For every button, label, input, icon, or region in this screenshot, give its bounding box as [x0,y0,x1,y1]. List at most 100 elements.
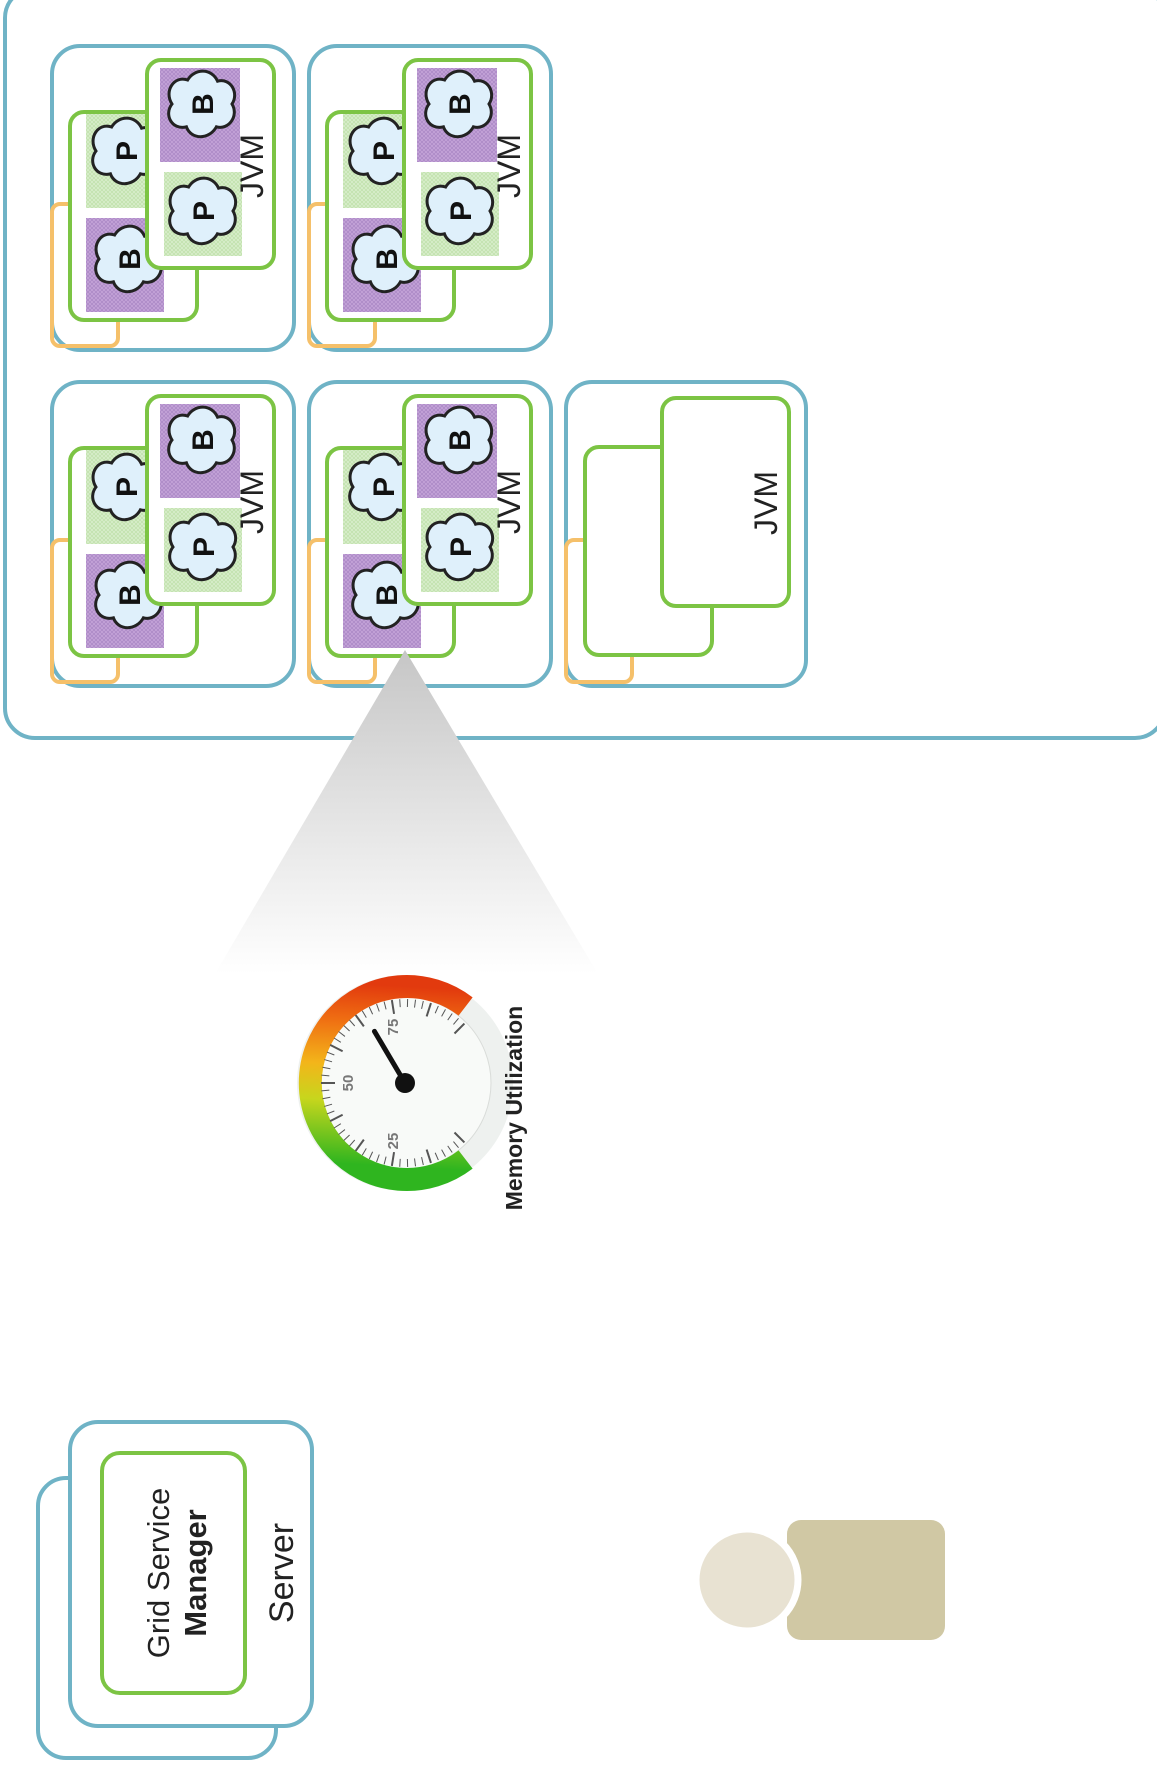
primary-shard: P [425,176,495,246]
primary-shard-letter: P [368,141,401,161]
empty-container: JVM [564,380,808,688]
backup-shard-letter: B [114,248,147,270]
backup-shard-letter: B [114,584,147,606]
gauge-tick [343,1134,350,1141]
gauge-tick [383,1156,387,1165]
primary-shard-letter: P [445,201,478,221]
backup-shard-letter: B [444,93,477,115]
primary-shard: P [168,176,238,246]
grid-service-manager-server: Grid Service Manager Server [36,1420,314,1760]
primary-shard: P [168,512,238,582]
gauge-tick [414,1158,417,1167]
user-icon [692,1520,945,1640]
jvm-label: JVM [491,470,527,534]
primary-shard: P [91,116,161,186]
backup-shard-letter: B [371,248,404,270]
cloud-icon [424,69,494,139]
cloud-icon [348,452,418,522]
gauge-tick [368,1151,374,1160]
gauge-tick [321,1089,330,1092]
gauge-tick [434,1005,439,1014]
gsm-box [100,1451,247,1695]
cloud-icon [425,512,495,582]
gauge-tick [321,1074,330,1077]
cloud-icon [348,116,418,186]
gauge-tick [376,1003,380,1012]
cloud-icon [91,116,161,186]
gauge-tick [399,999,401,1008]
gauge-tick-50: 50 [340,1075,357,1092]
gauge-tick [376,1154,380,1163]
jvm-label: JVM [491,134,527,198]
gauge-tick [322,1096,331,1100]
gauge-tick-25: 25 [385,1133,402,1150]
gauge-hub [395,1073,415,1093]
backup-shard: B [424,69,494,139]
gauge-tick [453,1141,459,1149]
gauge-tick [329,1113,344,1123]
backup-shard-letter: B [187,429,220,451]
user-head [692,1525,802,1635]
gauge-tick [447,1013,453,1021]
gauge-tick [421,1157,424,1166]
gauge-tick [425,1002,432,1017]
gauge-tick [453,1131,466,1144]
gauge-tick [453,1022,466,1035]
gauge-tick [322,1066,331,1070]
gauge-tick [414,999,417,1008]
gauge-tick [354,1014,365,1027]
gauge-tick [333,1123,342,1129]
gauge-tick [383,1001,387,1010]
gauge-tick [399,1158,401,1167]
gauge-tick [361,1148,367,1156]
memory-gauge: 25 50 75 Memory Utilization [292,970,527,1210]
backup-shard: B [424,405,494,475]
empty-jvm-label: JVM [748,471,784,535]
backup-shard: B [167,405,237,475]
gauge-tick [324,1059,333,1063]
backup-shard-letter: B [444,429,477,451]
primary-shard-letter: P [445,537,478,557]
grid-container [3,0,1157,740]
gauge-tick [368,1006,374,1015]
gauge-tick [354,1139,365,1152]
backup-shard: B [167,69,237,139]
jvm-container-4: P B B P JVM [307,380,553,688]
gauge-needle [371,1028,408,1086]
gauge-tick [349,1139,356,1147]
primary-shard-letter: P [111,477,144,497]
gauge-tick [326,1051,335,1056]
backup-shard-letter: B [187,93,220,115]
primary-shard: P [348,116,418,186]
gsm-label-line2: Manager [178,1509,213,1636]
gauge-tick [425,1149,432,1164]
gauge-tick [338,1129,346,1135]
gauge-tick [333,1037,342,1043]
gauge-title: Memory Utilization [501,1006,527,1210]
cloud-icon [424,405,494,475]
empty-jvm-front [660,396,791,608]
cloud-icon [168,176,238,246]
cloud-icon [167,405,237,475]
gauge-tick [343,1025,350,1032]
cloud-icon [425,176,495,246]
gauge-tick-75: 75 [385,1019,402,1036]
cloud-icon [167,69,237,139]
primary-shard: P [425,512,495,582]
gauge-tick [434,1152,439,1161]
gauge-tick [441,1009,446,1017]
primary-shard-letter: P [111,141,144,161]
gauge-tick [390,1151,396,1167]
gauge-arc [298,975,473,1191]
primary-shard-letter: P [368,477,401,497]
gauge-tick [453,1017,459,1025]
cloud-icon [168,512,238,582]
backup-shard-letter: B [371,584,404,606]
gauge-tick [441,1149,446,1157]
user-body [787,1520,945,1640]
gauge-tick [361,1010,367,1018]
